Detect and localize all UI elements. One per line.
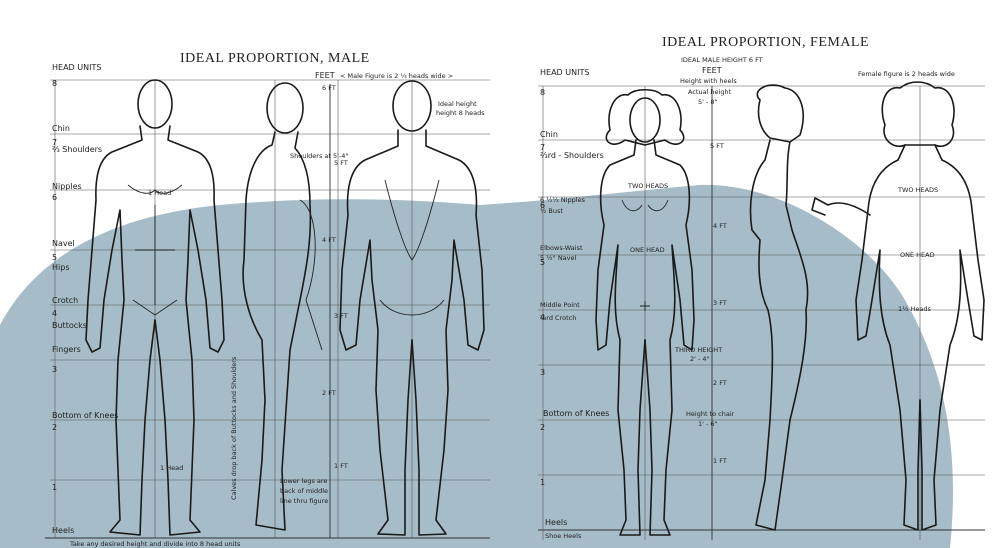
landmark-crotch: ⅔rd Crotch — [540, 314, 576, 322]
landmark-fingers: Fingers — [52, 345, 81, 354]
landmark-shoulders: ⅔rd - Shoulders — [540, 151, 604, 160]
landmark-shoulders: ⅔ Shoulders — [52, 145, 102, 154]
male-title: IDEAL PROPORTION, MALE — [180, 51, 370, 66]
landmark-buttocks: Buttocks — [52, 321, 87, 330]
male-ft-2: 2 FT — [322, 389, 336, 397]
male-head-num: 2 — [52, 423, 57, 432]
male-head-units-label: HEAD UNITS — [52, 63, 101, 72]
svg-text:1: 1 — [540, 478, 545, 487]
female-third-height-value: 2' - 4" — [690, 355, 710, 363]
svg-text:1 FT: 1 FT — [713, 457, 727, 465]
male-feet-note: < Male Figure is 2 ⅓ heads wide > — [340, 72, 453, 80]
svg-text:back of middle: back of middle — [280, 487, 328, 495]
landmark-heels: Heels — [545, 518, 567, 527]
female-actual-height: Actual height — [688, 88, 732, 96]
male-one-head: 1 Head — [148, 189, 171, 197]
landmark-shoe-heels: Shoe Heels — [545, 532, 582, 540]
male-side-note: Calves drop back of Buttocks and Shoulde… — [230, 356, 238, 500]
landmark-navel: 5 ½° Navel — [540, 254, 577, 262]
female-feet-label: FEET — [702, 66, 722, 75]
svg-text:5 FT: 5 FT — [710, 142, 724, 150]
svg-text:3 FT: 3 FT — [713, 299, 727, 307]
male-head-num: 5 — [52, 253, 57, 262]
svg-text:4 FT: 4 FT — [713, 222, 727, 230]
male-head-num: 3 — [52, 365, 57, 374]
landmark-waist: Elbows-Waist — [540, 244, 583, 252]
female-back-one-head: ONE HEAD — [900, 251, 935, 259]
landmark-nipples: Nipples — [52, 182, 82, 191]
male-ft-6: 6 FT — [322, 84, 336, 92]
svg-text:line thru figure: line thru figure — [280, 497, 328, 505]
male-head-num: 1 — [52, 483, 57, 492]
female-two-heads: TWO HEADS — [627, 182, 668, 190]
svg-text:2 FT: 2 FT — [713, 379, 727, 387]
female-actual-height-value: 5' - 8" — [698, 98, 718, 106]
female-width-note: Female figure is 2 heads wide — [858, 70, 955, 78]
svg-text:8: 8 — [540, 88, 545, 97]
svg-text:Lower legs are: Lower legs are — [280, 477, 327, 485]
male-ft-5: 5 FT — [334, 159, 348, 167]
female-one-head: ONE HEAD — [630, 246, 665, 254]
landmark-middle: Middle Point — [540, 301, 580, 309]
female-title: IDEAL PROPORTION, FEMALE — [662, 35, 869, 50]
male-ideal-height-value: height 8 heads — [436, 109, 485, 117]
male-lower-legs-note: Lower legs are back of middle line thru … — [280, 477, 328, 505]
female-height-to-chair: Height to chair — [686, 410, 735, 418]
landmark-knees: Bottom of Knees — [543, 409, 609, 418]
female-head-units-label: HEAD UNITS — [540, 68, 589, 77]
landmark-heels: Heels — [52, 526, 74, 535]
male-head-num: 6 — [52, 193, 57, 202]
male-head-num: 4 — [52, 309, 57, 318]
landmark-knees: Bottom of Knees — [52, 411, 118, 420]
female-back-two-heads: TWO HEADS — [897, 186, 938, 194]
landmark-bust: ½ Bust — [540, 207, 563, 215]
male-feet-label: FEET — [315, 71, 335, 80]
female-height-to-chair-value: 1' - 6" — [698, 420, 718, 428]
female-height-with-heels: Height with heels — [680, 77, 737, 85]
landmark-nipples: 6 ½½ Nipples — [540, 196, 586, 204]
landmark-crotch: Crotch — [52, 296, 78, 305]
svg-text:3: 3 — [540, 368, 545, 377]
landmark-hips: Hips — [52, 263, 69, 272]
male-ft-4: 4 FT — [322, 236, 336, 244]
male-ideal-height: Ideal height — [438, 100, 477, 108]
landmark-chin: Chin — [540, 130, 558, 139]
male-head-num: 8 — [52, 79, 57, 88]
svg-text:2: 2 — [540, 423, 545, 432]
landmark-navel: Navel — [52, 239, 75, 248]
female-feet-sub: IDEAL MALE HEIGHT 6 FT — [681, 56, 763, 64]
male-head-width: 1 Head — [160, 464, 183, 472]
male-bottom-caption: Take any desired height and divide into … — [69, 540, 241, 548]
female-third-height: THIRD HEIGHT — [674, 346, 722, 354]
male-ft-1: 1 FT — [334, 462, 348, 470]
landmark-chin: Chin — [52, 124, 70, 133]
female-back-half-heads: 1½ Heads — [898, 305, 931, 313]
